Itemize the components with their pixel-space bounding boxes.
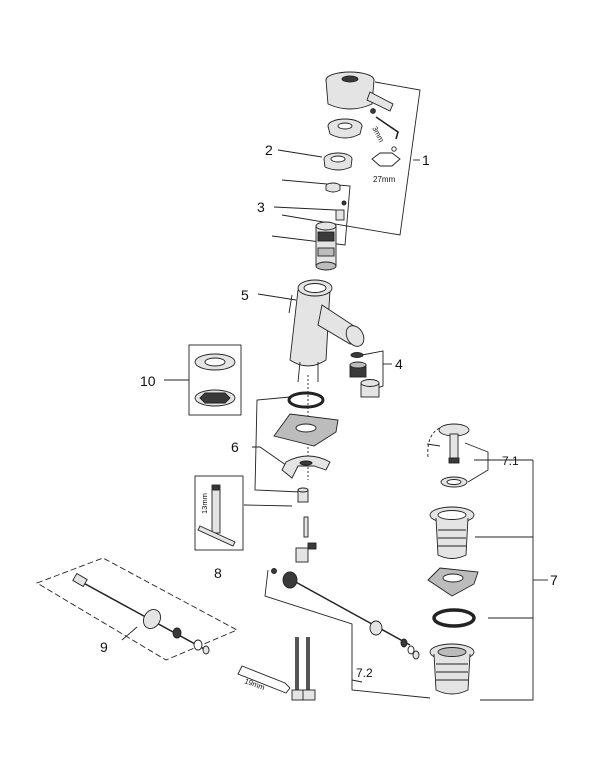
seal-kit-box (188, 344, 242, 416)
callout-8: 8 (214, 565, 222, 581)
aerator-washer (350, 352, 364, 358)
pop-up-stopper (426, 423, 470, 464)
drain-gasket (427, 567, 479, 597)
leader-lines (121, 81, 548, 701)
o-ring-small (335, 200, 347, 221)
pop-up-rod-box (35, 557, 239, 661)
horseshoe-washer (281, 455, 331, 479)
aerator (349, 361, 367, 378)
hex-nut-size: 27mm (373, 175, 396, 184)
rod-connector (271, 542, 317, 574)
allen-key-icon (370, 108, 399, 152)
handle-lever (325, 71, 394, 112)
callout-9: 9 (100, 639, 108, 655)
pivot-rod (282, 571, 420, 660)
flex-hoses (291, 637, 316, 701)
callout-5: 5 (241, 287, 249, 303)
o-ring-large (287, 391, 325, 409)
faucet-body (288, 279, 365, 383)
hexagon-size-icon (371, 152, 401, 167)
callout-7-1: 7.1 (502, 454, 519, 468)
tool-size: 13mm (200, 493, 209, 514)
callout-10: 10 (140, 373, 156, 389)
aerator-housing (360, 379, 380, 398)
callout-6: 6 (231, 439, 239, 455)
hex-nut (323, 152, 353, 171)
cap-ring (327, 118, 363, 139)
callout-4: 4 (395, 356, 403, 372)
drain-o-ring (432, 608, 476, 628)
mounting-nut (297, 487, 309, 503)
callout-7: 7 (550, 572, 558, 588)
callout-1: 1 (422, 152, 430, 168)
tool-kit-box (194, 475, 244, 551)
cartridge (315, 221, 337, 271)
callout-3: 3 (257, 199, 265, 215)
drain-flange (429, 506, 475, 559)
stopper-seal (440, 476, 468, 488)
wrench-icon (237, 665, 291, 694)
allen-key-size: 3mm (370, 125, 386, 144)
support-gasket (273, 413, 339, 447)
callout-2: 2 (265, 142, 273, 158)
small-ring (325, 182, 341, 193)
callout-7-2: 7.2 (356, 666, 373, 680)
lift-rod (303, 516, 309, 538)
drain-body (429, 643, 475, 695)
